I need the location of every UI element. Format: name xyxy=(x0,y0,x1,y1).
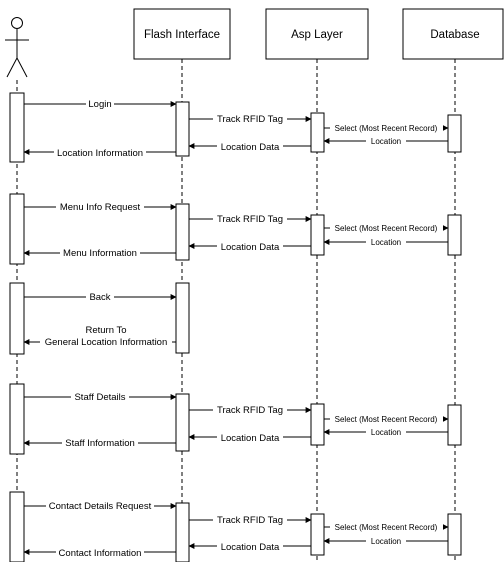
message-label-location-data: Location Data xyxy=(221,542,280,553)
participant-label: Database xyxy=(430,29,479,41)
participant-asp-layer: Asp Layer xyxy=(265,8,369,60)
message-label-menu-info-request: Menu Info Request xyxy=(60,202,141,213)
message-label-location: Location xyxy=(371,137,401,146)
message-label-general-location-information: General Location Information xyxy=(45,337,168,348)
message-label-location: Location xyxy=(371,537,401,546)
activation-bars-block-5 xyxy=(9,491,462,562)
message-label-track-rfid: Track RFID Tag xyxy=(217,114,283,125)
message-label-back: Back xyxy=(89,292,110,303)
message-label-location: Location xyxy=(371,428,401,437)
message-label-staff-information: Staff Information xyxy=(65,438,135,449)
participant-flash-interface: Flash Interface xyxy=(133,8,231,60)
message-label-location-information: Location Information xyxy=(57,148,143,159)
message-label-select: Select (Most Recent Record) xyxy=(335,224,438,233)
participant-label: Flash Interface xyxy=(144,29,220,41)
message-label-login: Login xyxy=(88,99,111,110)
message-label-return-to: Return To xyxy=(85,325,126,336)
message-label-track-rfid: Track RFID Tag xyxy=(217,405,283,416)
message-label-location-data: Location Data xyxy=(221,433,280,444)
message-label-location-data: Location Data xyxy=(221,242,280,253)
activation-bars-block-3 xyxy=(9,282,190,355)
message-label-contact-details-request: Contact Details Request xyxy=(49,501,152,512)
participant-database: Database xyxy=(402,8,504,60)
activation-bars-block-1 xyxy=(9,92,462,163)
participant-label: Asp Layer xyxy=(291,29,343,41)
message-label-track-rfid: Track RFID Tag xyxy=(217,515,283,526)
activation-bars-block-2 xyxy=(9,193,462,265)
message-label-track-rfid: Track RFID Tag xyxy=(217,214,283,225)
message-label-location-data: Location Data xyxy=(221,142,280,153)
activation-bars-block-4 xyxy=(9,383,462,455)
message-label-select: Select (Most Recent Record) xyxy=(335,415,438,424)
message-label-contact-information: Contact Information xyxy=(59,548,142,559)
message-label-staff-details: Staff Details xyxy=(74,392,125,403)
message-label-location: Location xyxy=(371,238,401,247)
message-label-menu-information: Menu Information xyxy=(63,248,137,259)
message-label-select: Select (Most Recent Record) xyxy=(335,124,438,133)
message-label-select: Select (Most Recent Record) xyxy=(335,523,438,532)
actor-stick-figure xyxy=(5,17,29,78)
